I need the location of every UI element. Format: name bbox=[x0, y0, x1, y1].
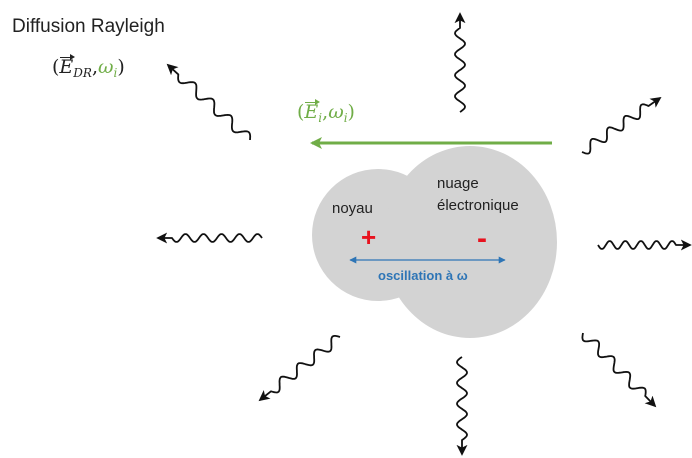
scattered-field-open: ( bbox=[52, 56, 60, 78]
incident-field-freq-sub: i bbox=[343, 111, 348, 125]
scattered-field-label: (EDR,ωi) bbox=[52, 54, 125, 80]
wave-top bbox=[454, 12, 466, 113]
incident-field-freq: ω bbox=[328, 101, 344, 123]
scattered-field-close: ) bbox=[117, 56, 125, 78]
wave-lower-left bbox=[258, 335, 341, 402]
atom-blob bbox=[312, 146, 557, 338]
cloud-label-line1: nuage bbox=[437, 175, 479, 192]
positive-charge: + bbox=[361, 222, 377, 252]
oscillation-label: oscillation à ω bbox=[378, 268, 468, 283]
wave-right bbox=[597, 239, 692, 251]
incident-field-sub: i bbox=[318, 111, 323, 125]
incident-field-label: (Ei,ωi) bbox=[297, 99, 355, 125]
scattered-field-sub: DR bbox=[73, 66, 92, 80]
wave-upper-right bbox=[581, 96, 662, 155]
wave-left bbox=[156, 232, 263, 244]
wave-upper-left bbox=[166, 63, 252, 141]
wave-lower-right bbox=[581, 332, 657, 408]
incident-field-sep: , bbox=[322, 101, 329, 123]
scattered-waves bbox=[156, 12, 692, 456]
negative-charge: - bbox=[477, 222, 487, 255]
scattered-field-freq-sub: i bbox=[113, 66, 118, 80]
scattered-field-sep: , bbox=[91, 56, 98, 78]
wave-bottom bbox=[456, 356, 468, 456]
electron-cloud bbox=[383, 146, 557, 338]
nucleus-label: noyau bbox=[332, 200, 373, 217]
scattered-field-vector: E bbox=[59, 54, 76, 78]
diagram-title: Diffusion Rayleigh bbox=[12, 16, 165, 37]
scattered-field-freq: ω bbox=[98, 56, 114, 78]
incident-field-vector: E bbox=[304, 99, 321, 123]
cloud-label-line2: électronique bbox=[437, 197, 519, 214]
incident-field-open: ( bbox=[297, 101, 305, 123]
incident-field-close: ) bbox=[347, 101, 355, 123]
